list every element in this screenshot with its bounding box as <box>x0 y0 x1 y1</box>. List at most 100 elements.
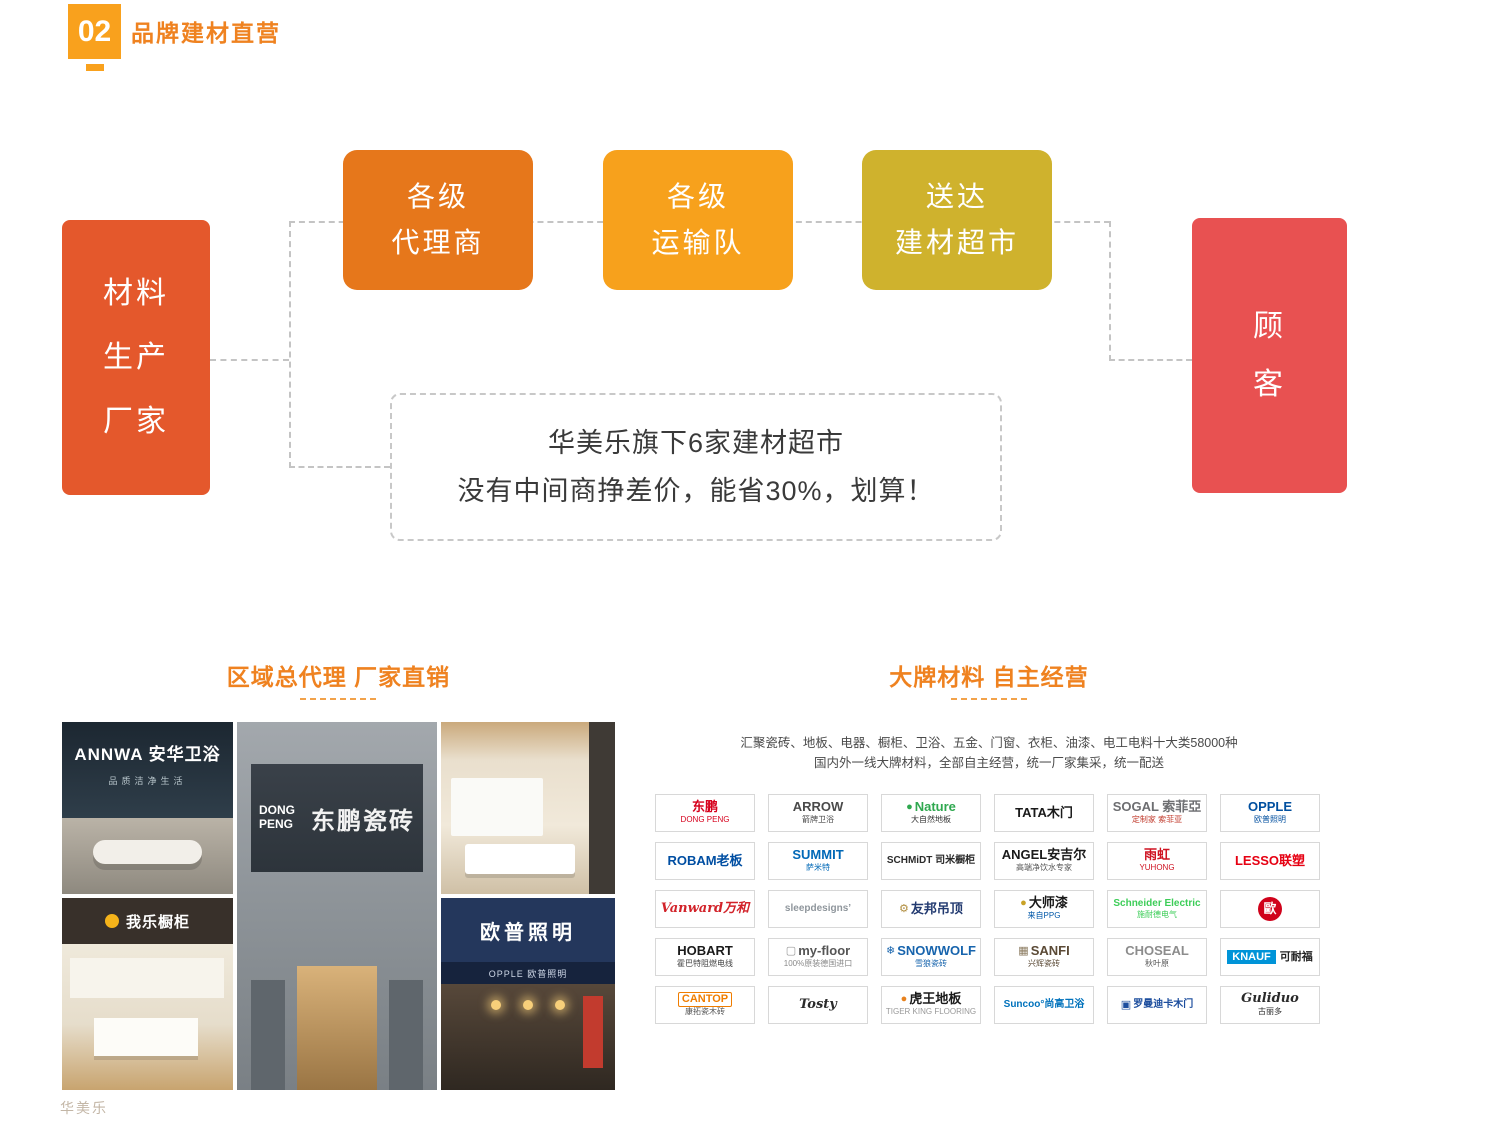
flow-box-label: 送达 <box>925 181 988 212</box>
brand-name: 虎王地板 <box>909 991 962 1007</box>
flow-box-label: 生产 <box>103 340 169 374</box>
brand-subtext: YUHONG <box>1139 863 1175 873</box>
photo-annwa-store: ANNWA 安华卫浴 品质洁净生活 <box>62 722 233 894</box>
storefront-sign: DONG PENG 东鹏瓷砖 <box>251 764 423 872</box>
brand-name: 东鹏 <box>691 799 718 815</box>
brand-logo: KNAUF 可耐福 <box>1220 938 1320 976</box>
brand-subtext: 箭牌卫浴 <box>802 815 834 825</box>
brand-logo: ⚙ 友邦吊顶 <box>881 890 981 928</box>
flow-box-label: 顾 <box>1253 309 1286 343</box>
brand-name: Vanward万和 <box>660 900 750 916</box>
note-line: 没有中间商挣差价，能省30%，划算！ <box>457 476 935 506</box>
brand-logo: Vanward万和 <box>655 890 755 928</box>
brand-logo: CANTOP 康拓瓷木砖 <box>655 986 755 1024</box>
flow-box-label: 厂家 <box>103 404 169 438</box>
brand-icon: ⚙ <box>899 902 909 915</box>
brand-name: Nature <box>914 799 956 815</box>
cabinet-shape <box>70 958 224 998</box>
island-shape <box>465 844 575 874</box>
brand-logo: ● 虎王地板 TIGER KING FLOORING <box>881 986 981 1024</box>
brand-name: CHOSEAL <box>1125 943 1189 959</box>
brand-name: SOGAL 索菲亞 <box>1112 799 1202 815</box>
lamp-icon <box>490 1000 501 1010</box>
brand-subtext: 霍巴特阻燃电线 <box>677 959 733 969</box>
brand-name: TATA木门 <box>1015 804 1073 820</box>
note-line: 华美乐旗下6家建材超市 <box>547 428 845 458</box>
brand-subtext: 欧普照明 <box>1254 815 1286 825</box>
store-brand-cn: 我乐橱柜 <box>125 913 190 931</box>
brand-logo: ● Nature 大自然地板 <box>881 794 981 832</box>
photo-opple-store: 欧普照明 OPPLE 欧普照明 <box>441 898 615 1090</box>
brand-name: LESSO联塑 <box>1234 852 1306 868</box>
brand-name: SCHMiDT 司米橱柜 <box>886 855 976 867</box>
brand-logo: Schneider Electric 施耐德电气 <box>1107 890 1207 928</box>
brand-name: SANFI <box>1030 943 1070 959</box>
brand-logo: 雨虹 YUHONG <box>1107 842 1207 880</box>
brand-subtext: 来自PPG <box>1027 911 1061 921</box>
flow-box-label: 材料 <box>103 276 169 310</box>
brand-name: 歐 <box>1258 897 1282 921</box>
store-brand-en: DONG PENG <box>259 803 295 831</box>
flow-box-agents: 各级 代理商 <box>343 150 533 290</box>
brand-wall-subtitle: 汇聚瓷砖、地板、电器、橱柜、卫浴、五金、门窗、衣柜、油漆、电工电料十大类5800… <box>740 736 1238 750</box>
brand-name: Guliduo <box>1241 991 1299 1007</box>
facade-column <box>251 980 285 1090</box>
brand-name: ANGEL安吉尔 <box>1001 847 1087 863</box>
brand-icon: ▦ <box>1018 945 1029 958</box>
red-banner <box>583 996 603 1068</box>
brand-logo: ● 大师漆 来自PPG <box>994 890 1094 928</box>
facade-column <box>389 980 423 1090</box>
brand-logo: ❄ SNOWWOLF 雪狼瓷砖 <box>881 938 981 976</box>
flow-box-label: 代理商 <box>391 227 485 258</box>
flow-box-label: 各级 <box>666 181 729 212</box>
connector-line <box>1109 221 1111 361</box>
brand-logo: TATA木门 <box>994 794 1094 832</box>
brand-logo: Tosty <box>768 986 868 1024</box>
store-interior <box>441 984 615 1090</box>
flow-box-transport: 各级 运输队 <box>603 150 793 290</box>
title-underline <box>300 698 376 700</box>
island-shape <box>94 1018 198 1056</box>
brand-subtext: 古丽多 <box>1258 1007 1282 1017</box>
brand-subtext: 高端净饮水专家 <box>1016 863 1072 873</box>
brand-logo: ARROW 箭牌卫浴 <box>768 794 868 832</box>
pillar-shape <box>589 722 615 894</box>
brand-logo: ▦ SANFI 兴辉瓷砖 <box>994 938 1094 976</box>
brand-logo: ▣ 罗曼迪卡木门 <box>1107 986 1207 1024</box>
watermark-logo: 华美乐 <box>60 1100 108 1116</box>
brand-logo: sleepdesigns’ <box>768 890 868 928</box>
brand-logo: SCHMiDT 司米橱柜 <box>881 842 981 880</box>
brand-icon: ● <box>906 801 913 814</box>
brand-wall-title: 大牌材料 自主经营 <box>889 664 1089 690</box>
brand-name: SUMMIT <box>792 847 844 863</box>
store-brand-cn: 欧普照明 <box>441 898 615 962</box>
brand-name: ARROW <box>792 799 844 815</box>
store-interior <box>62 944 233 1090</box>
cabinet-shape <box>451 778 543 836</box>
store-brand-strip: OPPLE 欧普照明 <box>441 962 615 984</box>
brand-subtext: 可耐福 <box>1279 950 1313 963</box>
lamp-icon <box>555 1000 566 1010</box>
brand-icon: ▢ <box>785 945 797 958</box>
flow-box-producer: 材料 生产 厂家 <box>62 220 210 495</box>
brand-logo: SOGAL 索菲亞 定制家 索菲亚 <box>1107 794 1207 832</box>
store-interior <box>62 818 233 894</box>
brand-logo: SUMMIT 萨米特 <box>768 842 868 880</box>
flow-box-customer: 顾 客 <box>1192 218 1347 493</box>
brand-name: Suncoo°尚高卫浴 <box>1003 999 1085 1011</box>
brand-name: 友邦吊顶 <box>910 900 963 916</box>
badge-underline <box>86 64 104 71</box>
brand-name: HOBART <box>677 943 733 959</box>
brand-icon: ▣ <box>1120 998 1132 1011</box>
brand-name: 大师漆 <box>1028 895 1068 911</box>
title-underline <box>951 698 1027 700</box>
bathtub-shape <box>92 840 203 864</box>
storefront-sign: 我乐橱柜 <box>62 898 233 944</box>
brand-icon: ● <box>1020 897 1027 910</box>
section-number-badge: 02 <box>68 4 121 59</box>
brand-dot-icon <box>104 914 119 928</box>
page-title: 品牌建材直营 <box>131 20 281 46</box>
flow-box-label: 建材超市 <box>894 227 1019 258</box>
brand-name: Schneider Electric <box>1113 898 1201 910</box>
brand-logo: LESSO联塑 <box>1220 842 1320 880</box>
